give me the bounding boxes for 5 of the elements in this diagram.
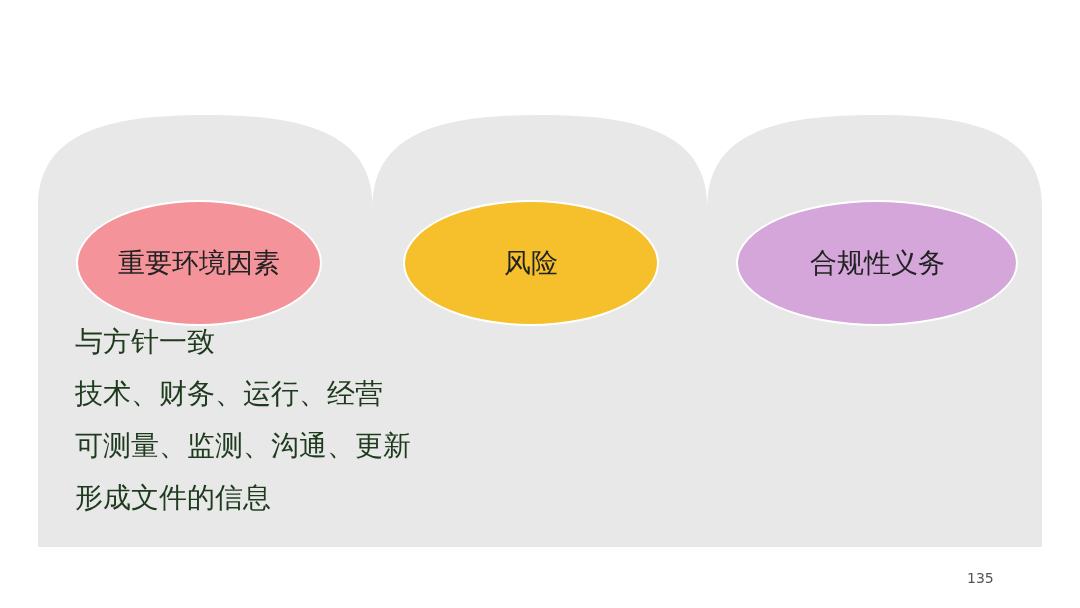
text-line: 形成文件的信息 bbox=[75, 480, 271, 516]
text-line: 可测量、监测、沟通、更新 bbox=[75, 428, 411, 464]
text-line: 技术、财务、运行、经营 bbox=[75, 376, 383, 412]
page-number: 135 bbox=[967, 570, 994, 586]
text-line: 与方针一致 bbox=[75, 324, 215, 360]
